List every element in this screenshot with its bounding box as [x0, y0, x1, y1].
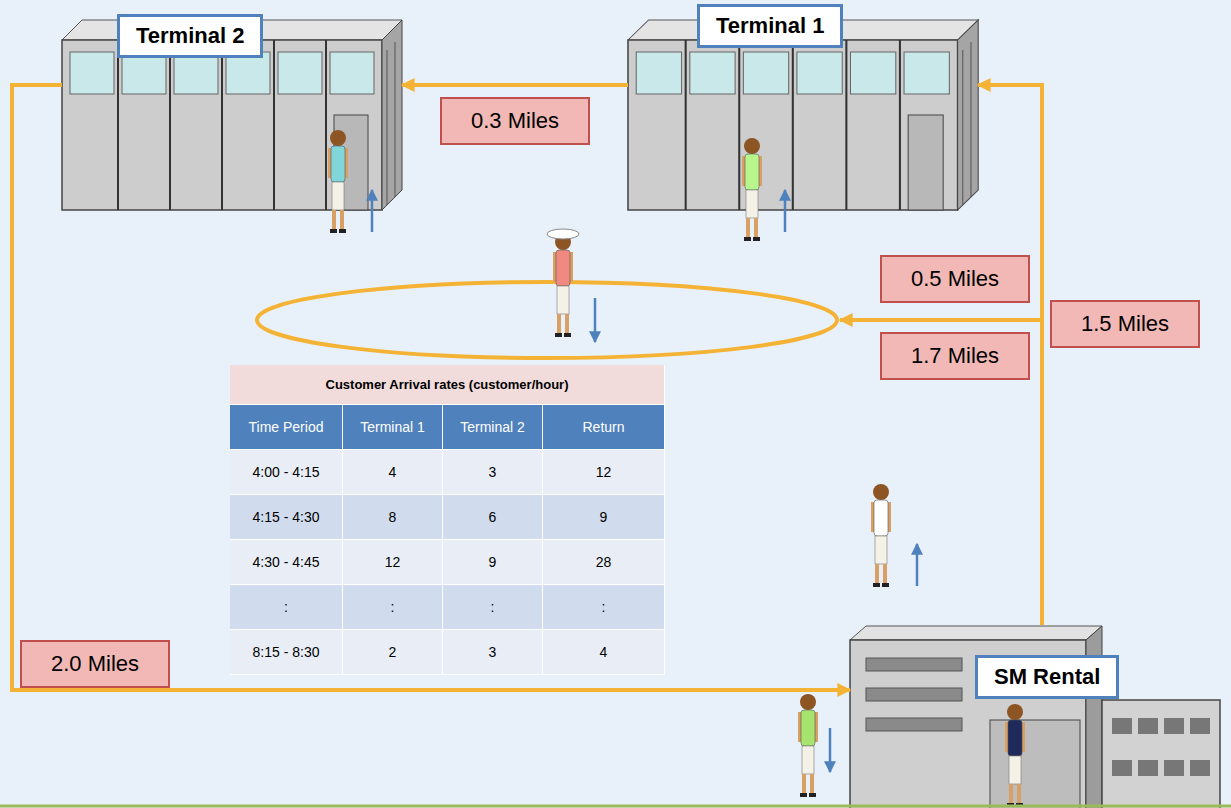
bottom-rule: [0, 805, 1231, 808]
table-cell: 4:15 - 4:30: [230, 495, 343, 540]
table-cell: 12: [343, 540, 443, 585]
customer-figure: [328, 130, 348, 233]
terminal-building: [628, 20, 978, 210]
table-cell: :: [443, 585, 543, 630]
table-cell: 8:15 - 8:30: [230, 630, 343, 675]
table-cell: 6: [443, 495, 543, 540]
customer-figure: [871, 484, 891, 587]
location-label: Terminal 2: [117, 14, 263, 58]
table-cell: 8: [343, 495, 443, 540]
distance-box: 0.5 Miles: [880, 255, 1030, 303]
table-cell: :: [230, 585, 343, 630]
customer-figure: [742, 138, 762, 241]
distance-box: 1.5 Miles: [1050, 300, 1200, 348]
customer-figure: [798, 694, 818, 797]
distance-box: 2.0 Miles: [20, 640, 170, 688]
distance-text: 1.7 Miles: [896, 342, 1014, 370]
road-connector: [402, 83, 628, 87]
building-area: Terminal 1: [628, 20, 978, 210]
rental-building: [850, 626, 1220, 808]
location-label: Terminal 1: [697, 4, 843, 48]
distance-text: 0.3 Miles: [456, 107, 574, 135]
direction-arrow: [594, 298, 597, 342]
table-cell: 4: [343, 450, 443, 495]
table-cell: 9: [443, 540, 543, 585]
distance-box: 0.3 Miles: [440, 97, 590, 145]
distance-box: 1.7 Miles: [880, 332, 1030, 380]
table-cell: 4:30 - 4:45: [230, 540, 343, 585]
table-cell: :: [343, 585, 443, 630]
location-label: SM Rental: [975, 655, 1119, 699]
table-cell: 3: [443, 450, 543, 495]
direction-arrow: [784, 190, 787, 232]
table-cell: 9: [543, 495, 665, 540]
table-header: Terminal 1: [343, 405, 443, 450]
table-cell: :: [543, 585, 665, 630]
table-cell: 4: [543, 630, 665, 675]
building-area: SM Rental: [850, 625, 1225, 808]
waiting-loop: [257, 282, 837, 358]
table-cell: 2: [343, 630, 443, 675]
direction-arrow: [916, 544, 919, 586]
direction-arrow: [829, 728, 832, 772]
table-header: Return: [543, 405, 665, 450]
table-cell: 28: [543, 540, 665, 585]
table-cell: 12: [543, 450, 665, 495]
distance-text: 2.0 Miles: [36, 650, 154, 678]
table-title: Customer Arrival rates (customer/hour): [230, 365, 665, 405]
customer-figure: [553, 234, 573, 337]
building-area: Terminal 2: [62, 20, 402, 210]
table-header: Terminal 2: [443, 405, 543, 450]
distance-text: 1.5 Miles: [1066, 310, 1184, 338]
road-connector: [12, 85, 850, 690]
road-branch: [840, 318, 1042, 322]
clerk-figure: [1005, 704, 1025, 807]
table-cell: 3: [443, 630, 543, 675]
hat: [547, 229, 579, 239]
arrival-table: Customer Arrival rates (customer/hour)Ti…: [230, 365, 665, 675]
distance-text: 0.5 Miles: [896, 265, 1014, 293]
direction-arrow: [371, 190, 374, 232]
table-header: Time Period: [230, 405, 343, 450]
table-cell: 4:00 - 4:15: [230, 450, 343, 495]
